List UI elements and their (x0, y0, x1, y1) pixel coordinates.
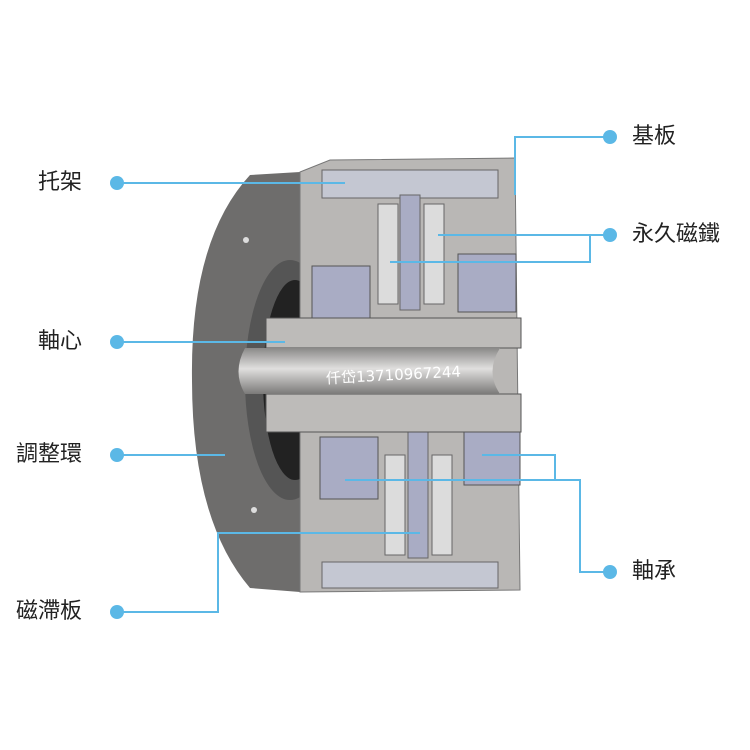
label-adjust-ring: 調整環 (16, 442, 83, 467)
leader-lines (117, 136, 610, 613)
shaft-sleeve (265, 317, 522, 349)
label-hysteresis-plate: 磁滯板 (16, 599, 83, 624)
label-base-plate: 基板 (632, 124, 677, 149)
label-bearing: 軸承 (632, 559, 677, 584)
label-shaft: 軸心 (38, 329, 83, 354)
bracket-plate (321, 169, 499, 199)
label-permanent-magnet: 永久磁鐵 (632, 222, 721, 247)
shaft-bore (238, 348, 500, 394)
label-bracket: 托架 (38, 170, 83, 195)
